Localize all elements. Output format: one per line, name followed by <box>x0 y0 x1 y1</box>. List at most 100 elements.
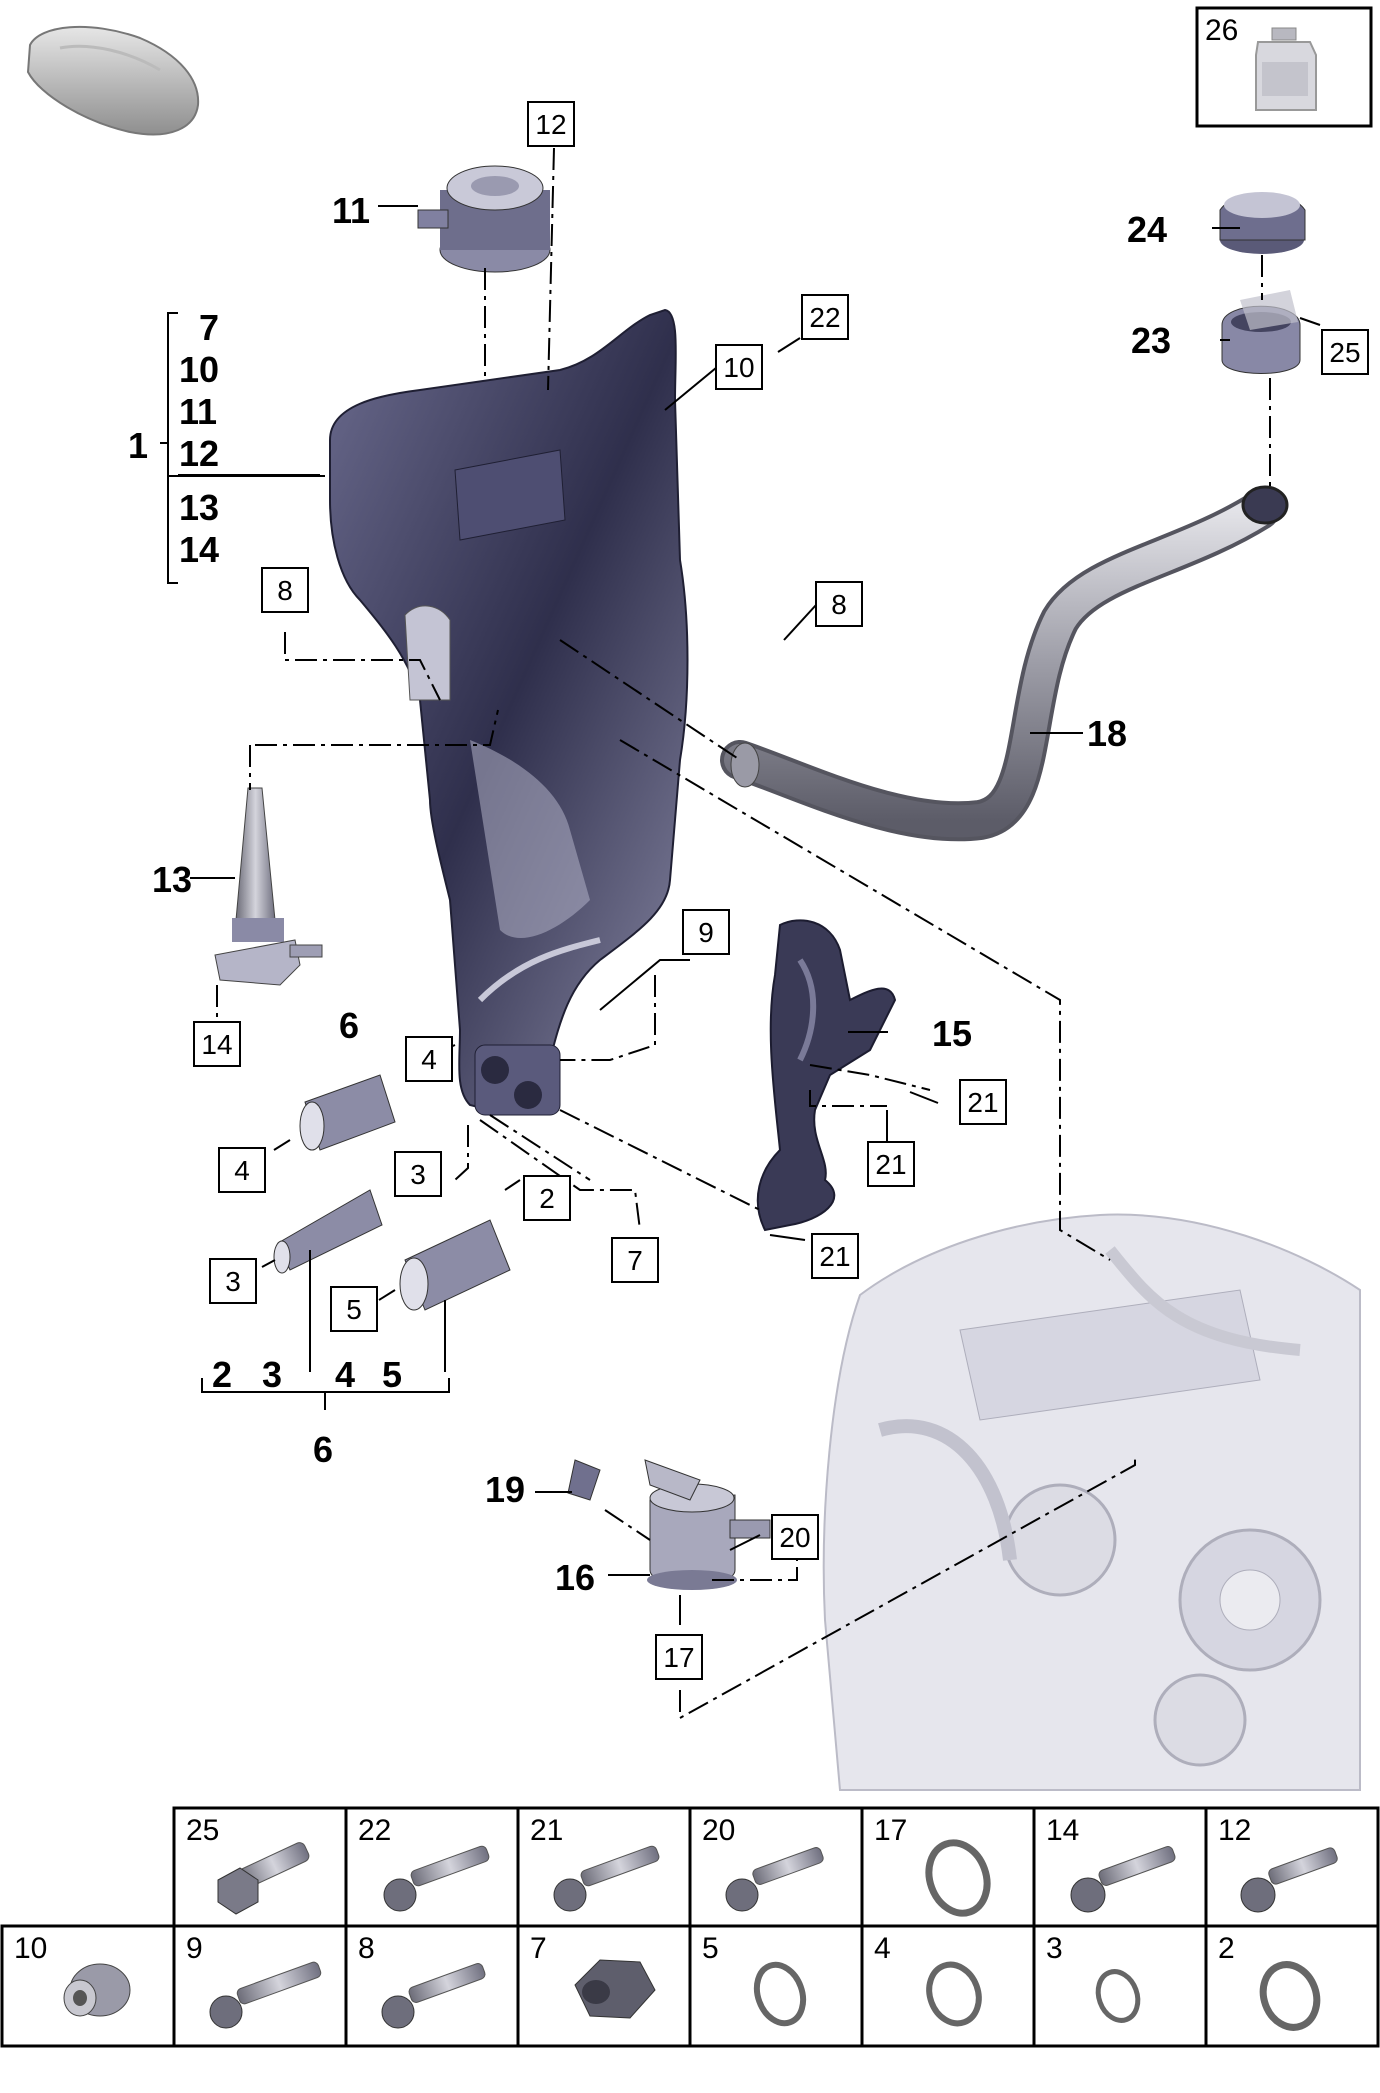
callout-1: 1 <box>128 425 148 466</box>
coolant-tank <box>329 308 689 1116</box>
parts-grid: 25 22 21 20 17 14 12 10 9 8 7 5 4 3 2 <box>0 1806 1380 2048</box>
box-label: 21 <box>967 1087 998 1118</box>
box-21-a: 21 <box>959 1079 1007 1125</box>
group6-item: 2 <box>212 1354 232 1395</box>
bolt-icon <box>553 1845 660 1912</box>
callout-16: 16 <box>555 1557 595 1598</box>
box-22: 22 <box>801 294 849 340</box>
grid-label: 5 <box>702 1932 719 1965</box>
grid-label: 2 <box>1218 1932 1235 1965</box>
bolt-icon <box>383 1845 490 1912</box>
bold-callouts: 1 6 6 11 13 15 16 18 19 23 24 <box>128 190 1171 1598</box>
pressure-cap <box>417 165 551 273</box>
box-14: 14 <box>193 1021 241 1067</box>
grid-cell-7: 7 <box>516 1924 692 2048</box>
bolt-icon <box>725 1847 824 1912</box>
callout-23: 23 <box>1131 320 1171 361</box>
box-label: 7 <box>627 1245 643 1276</box>
grid-cell-14: 14 <box>1032 1806 1208 1928</box>
box-label: 20 <box>779 1522 810 1553</box>
grid-cell-21: 21 <box>516 1806 692 1928</box>
grid-cell-5: 5 <box>688 1924 864 2048</box>
box-label: 8 <box>831 589 847 620</box>
grid-label: 9 <box>186 1932 203 1965</box>
oil-bottle-icon <box>1255 27 1317 111</box>
box-label: 5 <box>346 1294 362 1325</box>
grid-label: 25 <box>186 1814 219 1847</box>
box-label: 2 <box>539 1183 555 1214</box>
level-sensor <box>214 787 323 986</box>
bolt-icon <box>209 1961 322 2029</box>
box-10: 10 <box>715 344 763 390</box>
box-20: 20 <box>771 1514 819 1560</box>
group1-item: 12 <box>179 433 219 474</box>
seal-ring-icon <box>1095 1969 1141 2023</box>
grid-cell-17: 17 <box>860 1806 1036 1928</box>
box-label: 25 <box>1329 337 1360 368</box>
grid-cell-10: 10 <box>0 1924 176 2048</box>
box-17: 17 <box>655 1634 703 1680</box>
group1-item: 14 <box>179 529 219 570</box>
filler-cap <box>1219 192 1306 254</box>
box-8-left: 8 <box>261 567 309 613</box>
box-5: 5 <box>330 1286 378 1332</box>
box-label: 14 <box>201 1029 232 1060</box>
assembly-lines <box>216 147 1271 1720</box>
group6-item: 4 <box>335 1354 355 1395</box>
callout-19: 19 <box>485 1469 525 1510</box>
grid-cell-4: 4 <box>860 1924 1036 2048</box>
grid-cell-3: 3 <box>1032 1924 1208 2048</box>
box-4-lower: 4 <box>218 1147 266 1193</box>
group1-item: 13 <box>179 487 219 528</box>
grommet-icon <box>63 1963 131 2017</box>
callout-11: 11 <box>332 190 370 231</box>
sensor-19 <box>567 1459 601 1501</box>
engine-block <box>822 1213 1361 1791</box>
coolant-hose <box>720 485 1289 842</box>
bolt-icon <box>1240 1847 1338 1913</box>
callout-13: 13 <box>152 859 192 900</box>
callout-18: 18 <box>1087 713 1127 754</box>
group6-item: 5 <box>382 1354 402 1395</box>
box-label: 4 <box>234 1155 250 1186</box>
box-8-right: 8 <box>815 581 863 627</box>
grid-label: 4 <box>874 1932 891 1965</box>
box-21-b: 21 <box>867 1141 915 1187</box>
callout-15: 15 <box>932 1013 972 1054</box>
box-label: 22 <box>809 302 840 333</box>
box-label: 9 <box>698 917 714 948</box>
seal-ring-icon <box>925 1839 991 1917</box>
boxed-callouts: 12 22 10 25 8 8 9 14 4 4 3 3 2 5 7 21 21… <box>193 101 1369 1680</box>
box-label: 21 <box>819 1241 850 1272</box>
box-2: 2 <box>523 1175 571 1221</box>
heat-shield <box>756 919 897 1232</box>
box-label: 3 <box>410 1159 426 1190</box>
grid-label: 10 <box>14 1932 47 1965</box>
bolt-icon <box>1070 1846 1176 1913</box>
sleeve-4 <box>299 1074 396 1151</box>
grid-cell-8: 8 <box>344 1924 520 2048</box>
box-3-upper: 3 <box>394 1151 442 1197</box>
box-3-lower: 3 <box>209 1258 257 1304</box>
leader-lines <box>160 205 1321 1625</box>
seal-ring-icon <box>753 1961 807 2027</box>
grid-label: 7 <box>530 1932 547 1965</box>
box-label: 21 <box>875 1149 906 1180</box>
filler-neck <box>1221 290 1301 374</box>
box-label: 10 <box>723 352 754 383</box>
grid-label: 14 <box>1046 1814 1079 1847</box>
group6-item: 3 <box>262 1354 282 1395</box>
box-label: 3 <box>225 1266 241 1297</box>
collar-bolt-icon <box>217 1842 310 1915</box>
grid-label: 21 <box>530 1814 563 1847</box>
box-label: 8 <box>277 575 293 606</box>
grid-cell-20: 20 <box>688 1806 864 1928</box>
grid-cell-22: 22 <box>344 1806 520 1928</box>
grid-label: 8 <box>358 1932 375 1965</box>
group1-item: 7 <box>199 307 219 348</box>
grid-label: 22 <box>358 1814 391 1847</box>
coolant-pump <box>644 1459 771 1590</box>
group1-item: 11 <box>179 391 217 432</box>
callout-24: 24 <box>1127 209 1167 250</box>
